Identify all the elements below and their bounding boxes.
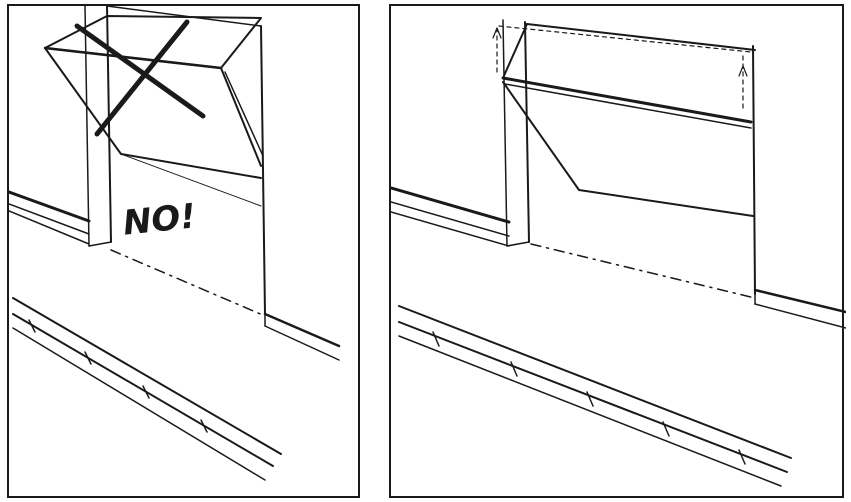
left-drawing: NO! — [9, 6, 362, 500]
left-curb — [13, 298, 281, 480]
right-right-base — [755, 290, 846, 328]
right-pilaster — [503, 20, 755, 294]
right-curb — [399, 306, 791, 486]
cross-mark — [77, 22, 203, 134]
right-shadow-line — [531, 244, 755, 298]
right-panel — [389, 4, 844, 498]
right-drawing — [391, 6, 846, 500]
no-annotation: NO! — [121, 196, 198, 243]
left-right-base — [265, 314, 339, 360]
right-canopy — [503, 24, 755, 216]
left-shadow-line — [111, 250, 265, 316]
left-panel: NO! — [7, 4, 360, 498]
right-molding — [391, 188, 509, 246]
left-canopy — [45, 16, 263, 206]
left-molding — [9, 192, 89, 244]
